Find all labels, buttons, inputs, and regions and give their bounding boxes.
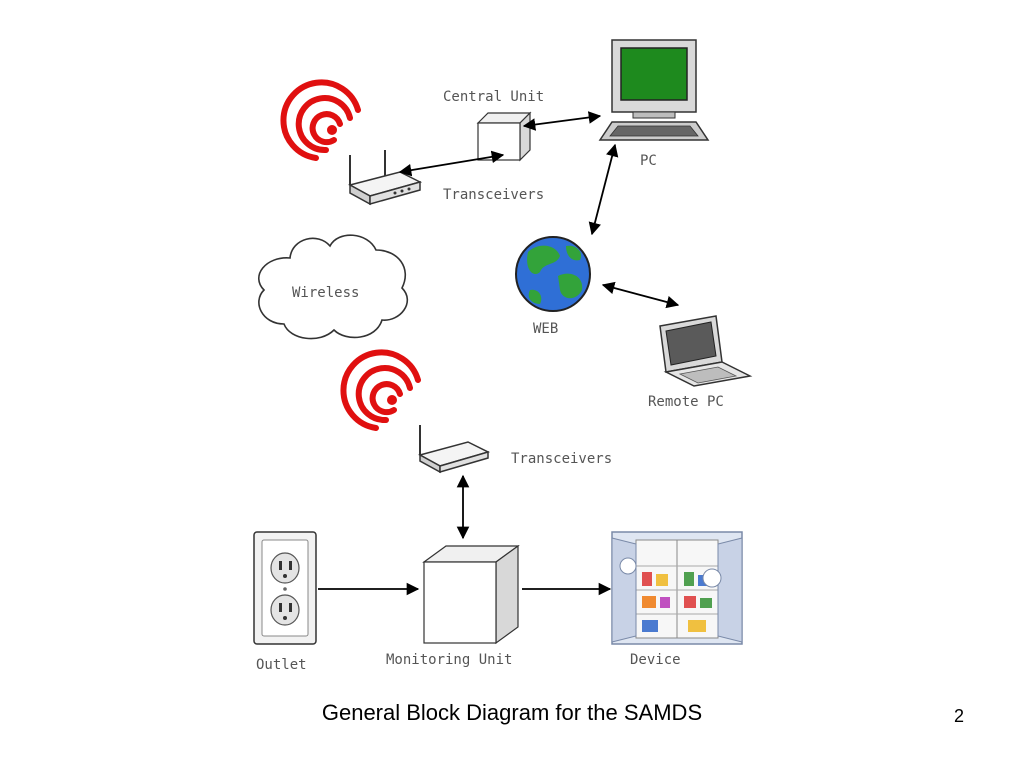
signal-dot [327, 125, 337, 135]
device-label: Device [630, 652, 681, 668]
laptop-icon [659, 315, 753, 387]
monitoring-unit-label: Monitoring Unit [386, 652, 512, 668]
globe-icon [515, 236, 591, 312]
signal-icon [340, 349, 421, 431]
signal-icon [280, 79, 361, 161]
outlet-icon [253, 531, 317, 645]
outlet-label: Outlet [256, 657, 307, 673]
arrow-pc-web [588, 143, 619, 236]
remote-pc-label: Remote PC [648, 394, 724, 410]
wireless-label: Wireless [292, 285, 359, 301]
transceivers-bottom-label: Transceivers [511, 451, 612, 467]
refrigerator-icon [611, 531, 743, 645]
pc-icon [598, 39, 710, 141]
central-unit-label: Central Unit [443, 89, 544, 105]
router-icon [418, 425, 491, 474]
router-icon [347, 150, 423, 206]
wireless-cloud-shape [258, 234, 409, 340]
arrow-central-unit-pc [522, 111, 602, 131]
arrow-web-remote-pc [601, 281, 680, 309]
transceivers-top-label: Transceivers [443, 187, 544, 203]
pc-label: PC [640, 153, 657, 169]
slide-number: 2 [953, 706, 964, 726]
slide-caption: General Block Diagram for the SAMDS [321, 700, 703, 725]
monitoring-unit-box [422, 544, 520, 645]
arrow-transceiver-central-unit [398, 150, 505, 177]
central-unit-box [476, 111, 532, 162]
signal-dot [387, 395, 397, 405]
web-label: WEB [533, 321, 558, 337]
